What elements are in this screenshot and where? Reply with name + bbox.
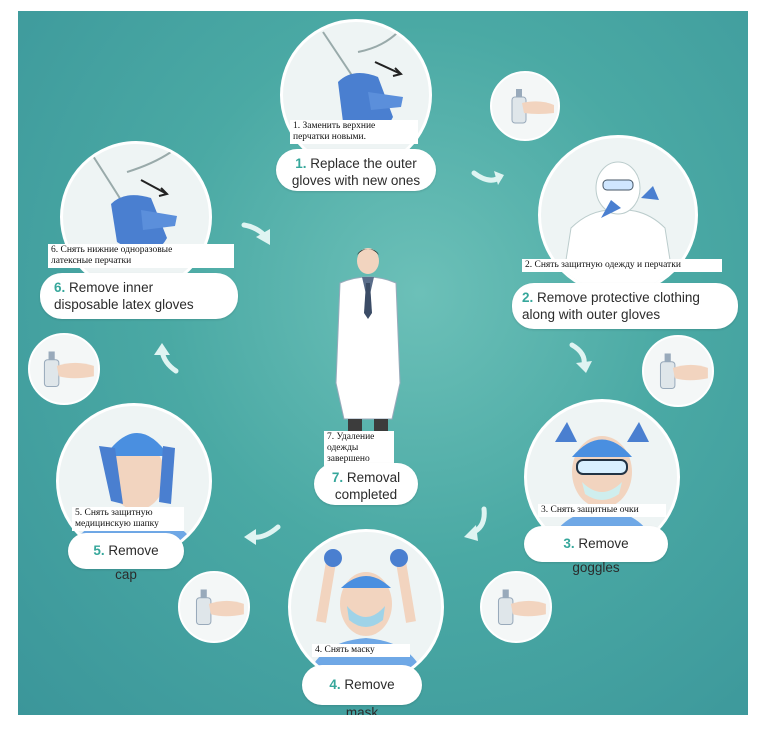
- hand-sanitizer-icon: [195, 589, 244, 626]
- step-4-illustration: [288, 529, 444, 685]
- glove-hands-icon: [92, 151, 177, 255]
- step-5-label: 5. Remove cap: [68, 533, 184, 582]
- ru-line: 1. Заменить верхние: [293, 121, 376, 131]
- en-line: disposable latex gloves: [54, 297, 194, 312]
- en-text: Remove goggles: [572, 536, 629, 575]
- step-1-label: 1. Replace the outer gloves with new one…: [276, 149, 436, 191]
- en-line: 2. Remove protective clothing: [522, 289, 724, 306]
- step-1-ru-label: 1. Заменить верхние перчатки новыми.: [290, 120, 418, 144]
- step-number: 5.: [93, 543, 105, 558]
- step-5-ru-label: 5. Снять защитную медицинскую шапку: [72, 507, 184, 531]
- en-line: along with outer gloves: [522, 307, 661, 322]
- en-text: Remove protective clothing: [537, 290, 700, 305]
- step-7-ru-label: 7. Удаление одежды завершено: [324, 431, 394, 466]
- ru-line: 3. Снять защитные очки: [541, 505, 639, 515]
- ru-line: 7. Удаление: [327, 432, 375, 442]
- hand-sanitizer-icon: [511, 89, 554, 124]
- sanitizer-1: [490, 71, 560, 141]
- ru-line: 4. Снять маску: [315, 645, 375, 655]
- doctor-figure-icon: [335, 248, 401, 435]
- en-line: 6. Remove inner: [54, 279, 224, 296]
- step-2-label: 2. Remove protective clothing along with…: [512, 283, 738, 329]
- en-text: Removal: [346, 470, 401, 485]
- ru-line: 6. Снять нижние одноразовые: [51, 245, 173, 255]
- sanitizer-3: [480, 571, 552, 643]
- glove-hands-icon: [322, 31, 403, 135]
- en-line: completed: [334, 487, 398, 502]
- step-6-ru-label: 6. Снять нижние одноразовые латексные пе…: [48, 244, 234, 268]
- ru-line: 2. Снять защитную одежду и перчатки: [525, 260, 681, 270]
- curved-arrow-icon: [569, 342, 592, 373]
- step-6-illustration: [60, 141, 212, 293]
- sanitizer-5: [28, 333, 100, 405]
- curved-arrow-icon: [464, 506, 487, 541]
- hand-sanitizer-icon: [497, 589, 546, 626]
- mask-removal-icon: [306, 549, 426, 682]
- step-number: 4.: [329, 677, 341, 692]
- hand-sanitizer-icon: [43, 351, 94, 388]
- ru-line: завершено: [327, 454, 370, 464]
- sanitizer-2: [642, 335, 714, 407]
- goggles-removal-icon: [547, 422, 657, 552]
- step-6-label: 6. Remove inner disposable latex gloves: [40, 273, 238, 319]
- en-text: Remove inner: [69, 280, 154, 295]
- en-text: Remove cap: [108, 543, 159, 582]
- ru-line: одежды: [327, 443, 359, 453]
- ru-line: латексные перчатки: [51, 256, 132, 266]
- curved-arrow-icon: [471, 170, 504, 185]
- step-7-label: 7. Removal completed: [314, 463, 418, 505]
- step-4-label: 4. Remove mask: [302, 665, 422, 715]
- hand-sanitizer-icon: [659, 353, 708, 390]
- en-text: Remove mask: [344, 677, 395, 715]
- step-3-ru-label: 3. Снять защитные очки: [538, 504, 666, 517]
- curved-arrow-icon: [241, 222, 270, 245]
- ru-line: медицинскую шапку: [75, 519, 159, 529]
- en-line: gloves with new ones: [291, 173, 421, 188]
- en-line: 7. Removal: [328, 469, 404, 486]
- curved-arrow-icon: [244, 524, 281, 545]
- step-1-illustration: [280, 19, 432, 171]
- step-4-ru-label: 4. Снять маску: [312, 644, 410, 657]
- step-number: 7.: [331, 470, 344, 485]
- step-number: 6.: [54, 280, 66, 295]
- step-number: 1.: [295, 156, 307, 171]
- ru-line: перчатки новыми.: [293, 132, 366, 142]
- sanitizer-4: [178, 571, 250, 643]
- ru-line: 5. Снять защитную: [75, 508, 153, 518]
- step-3-label: 3. Remove goggles: [524, 526, 668, 575]
- en-line: 1. Replace the outer: [290, 155, 422, 172]
- step-2-ru-label: 2. Снять защитную одежду и перчатки: [522, 259, 722, 272]
- step-number: 3.: [563, 536, 575, 551]
- en-text: Replace the outer: [310, 156, 417, 171]
- step-number: 2.: [522, 290, 534, 305]
- infographic-canvas: 1. Заменить верхние перчатки новыми. 1. …: [18, 11, 748, 715]
- curved-arrow-icon: [154, 343, 179, 374]
